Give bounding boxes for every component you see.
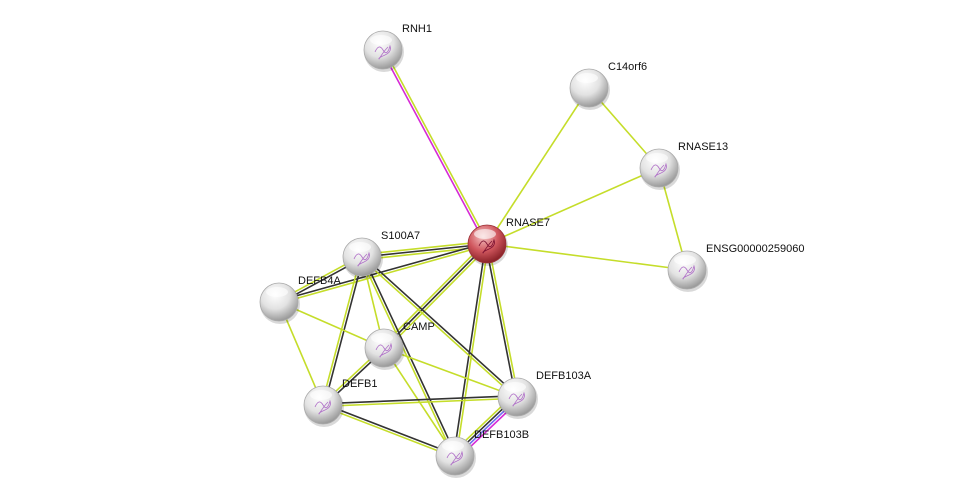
node-label: RNASE7 (506, 217, 550, 229)
node-highlight (674, 255, 696, 265)
node-highlight (442, 441, 464, 451)
edge-RNASE7-ENSG00000259060[interactable] (486, 243, 688, 271)
node-label: ENSG00000259060 (706, 243, 804, 255)
edge-S100A7-DEFB103A[interactable] (360, 255, 519, 399)
protein-structure-icon (650, 162, 667, 178)
edge-RNASE7-DEFB103B[interactable] (452, 243, 490, 457)
edge-DEFB1-DEFB103B[interactable] (322, 403, 456, 458)
edge-line-coexpression (361, 243, 488, 258)
edge-line-coexpression (322, 394, 517, 405)
edge-CAMP-DEFB103A[interactable] (383, 347, 518, 398)
edge-line-coexpression (484, 244, 517, 398)
edge-line-textmining (487, 243, 520, 397)
edge-line-coexpression (362, 256, 457, 456)
edge-RNH1-RNASE7[interactable] (381, 49, 489, 245)
edge-line-textmining (455, 244, 490, 457)
edge-line-textmining (381, 241, 486, 347)
node-highlight (371, 333, 393, 343)
node-ENSG00000259060[interactable]: ENSG00000259060 (667, 243, 804, 292)
node-highlight (310, 390, 332, 400)
node-label: DEFB1 (342, 378, 377, 390)
node-highlight (266, 287, 288, 297)
edge-line-coexpression (362, 255, 519, 397)
edge-RNASE13-RNASE7[interactable] (486, 167, 660, 245)
edge-line-coexpression (383, 243, 488, 349)
edge-line-textmining (486, 167, 660, 245)
edge-DEFB1-DEFB103A[interactable] (322, 394, 518, 408)
edge-C14orf6-RNASE7[interactable] (486, 87, 590, 245)
node-DEFB1[interactable]: DEFB1 (303, 378, 377, 427)
node-highlight (349, 242, 371, 252)
edge-line-textmining (385, 245, 490, 351)
edge-line-textmining (486, 243, 688, 271)
node-DEFB4A[interactable]: DEFB4A (259, 275, 341, 324)
node-label: DEFB4A (298, 275, 341, 287)
edge-S100A7-DEFB1[interactable] (320, 256, 365, 406)
edge-line-textmining (320, 256, 362, 405)
edge-RNASE7-CAMP[interactable] (381, 241, 490, 351)
node-S100A7[interactable]: S100A7 (342, 230, 420, 279)
edge-line-textmining (361, 240, 487, 256)
protein-structure-icon (374, 44, 391, 60)
node-DEFB103A[interactable]: DEFB103A (497, 370, 592, 419)
node-RNASE7[interactable]: RNASE7 (467, 217, 550, 266)
node-RNH1[interactable]: RNH1 (363, 23, 432, 72)
node-C14orf6[interactable]: C14orf6 (569, 61, 647, 110)
edge-line-textmining (323, 397, 518, 408)
node-highlight (474, 229, 496, 239)
node-DEFB103B[interactable]: DEFB103B (435, 429, 529, 478)
node-label: DEFB103B (474, 429, 529, 441)
protein-structure-icon (375, 342, 392, 358)
edge-line-experiments (381, 50, 487, 245)
protein-structure-icon (678, 264, 695, 280)
node-label: DEFB103A (536, 370, 592, 382)
edge-line-coexpression (278, 241, 487, 302)
node-label: RNASE13 (678, 141, 728, 153)
edge-line-coexpression (452, 243, 487, 456)
node-highlight (370, 35, 392, 45)
protein-structure-icon (446, 450, 463, 466)
protein-structure-icon (314, 399, 331, 415)
node-label: S100A7 (381, 230, 420, 242)
node-label: C14orf6 (608, 61, 647, 73)
edge-line-textmining (383, 347, 518, 398)
edge-line-textmining (322, 405, 455, 458)
edge-line-textmining (383, 49, 489, 244)
node-label: CAMP (403, 321, 435, 333)
node-label: RNH1 (402, 23, 432, 35)
node-highlight (576, 73, 598, 83)
protein-structure-icon (353, 251, 370, 267)
node-highlight (504, 382, 526, 392)
edge-line-textmining (486, 87, 590, 245)
edge-line-textmining (360, 257, 517, 399)
edge-RNASE7-DEFB103A[interactable] (484, 243, 520, 398)
protein-structure-icon (478, 238, 495, 254)
edge-line-coexpression (323, 403, 456, 456)
node-highlight (646, 153, 668, 163)
node-RNASE13[interactable]: RNASE13 (639, 141, 728, 190)
node-CAMP[interactable]: CAMP (364, 321, 435, 370)
protein-structure-icon (508, 391, 525, 407)
edge-line-coexpression (323, 257, 365, 406)
